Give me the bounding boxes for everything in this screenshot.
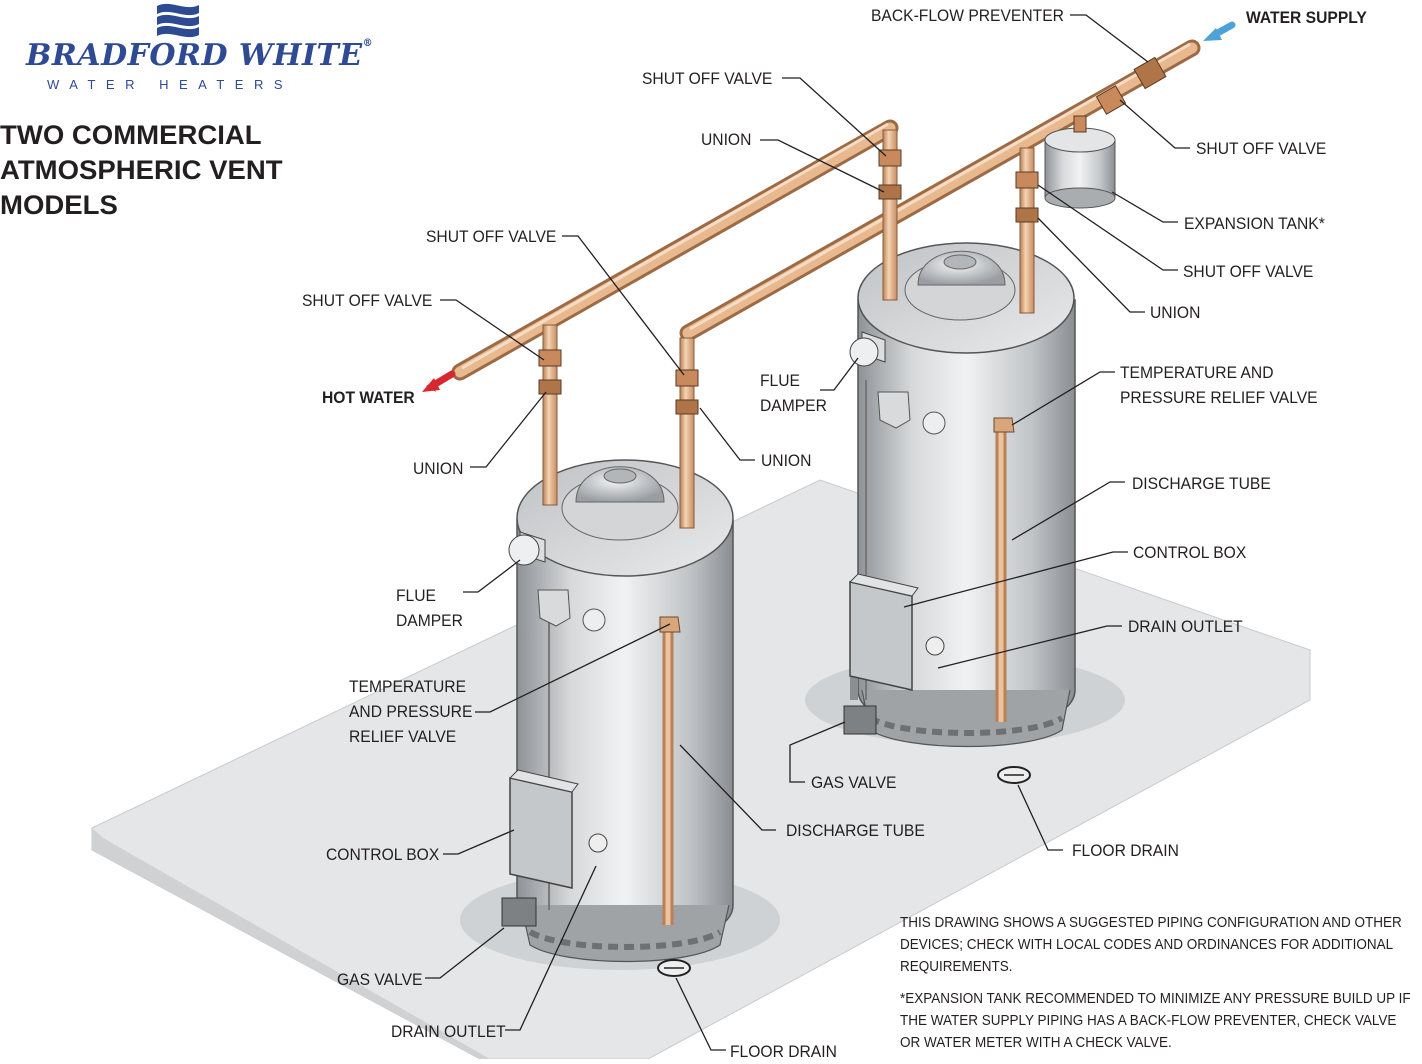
label-floor-drain-right: FLOOR DRAIN [1072,841,1179,860]
label-shut-off-valve-left: SHUT OFF VALVE [302,291,433,310]
label-flue-damper-right: FLUE DAMPER [760,371,827,415]
leader-lines [425,14,1190,1051]
tp-relief-valve-right [993,417,1015,433]
brand-name: BRADFORD WHITE® [26,38,373,73]
label-shut-off-valve-top: SHUT OFF VALVE [642,69,773,88]
brand-logo-waves [157,3,199,38]
label-tp-relief-left: TEMPERATURE AND PRESSURE RELIEF VALVE [349,677,473,746]
label-expansion-tank: EXPANSION TANK* [1184,214,1325,233]
label-gas-valve-right: GAS VALVE [811,773,897,792]
expansion-tank [1044,115,1116,209]
water-heater-left [516,459,734,963]
gas-valve-left [501,897,537,927]
brand-tagline: WATER HEATERS [47,77,294,92]
drain-outlet-right-gauge [925,636,945,656]
label-shut-off-valve-mid: SHUT OFF VALVE [426,227,557,246]
label-shut-off-valve-right-1: SHUT OFF VALVE [1196,139,1327,158]
note-configuration: THIS DRAWING SHOWS A SUGGESTED PIPING CO… [900,914,1402,975]
water-supply-arrow-head [1203,28,1222,41]
hot-water-arrow-head [422,378,440,392]
brand-name-text: BRADFORD WHITE [26,38,363,73]
label-flue-damper-left: FLUE DAMPER [396,586,463,630]
label-drain-outlet-right: DRAIN OUTLET [1128,617,1243,636]
label-union-mid: UNION [761,451,812,470]
fittings [538,56,1167,415]
note-expansion-tank: *EXPANSION TANK RECOMMENDED TO MINIMIZE … [900,990,1411,1051]
label-water-supply: WATER SUPPLY [1246,8,1367,27]
risers [542,129,1035,529]
label-drain-outlet-left: DRAIN OUTLET [391,1022,506,1041]
control-box-right [849,581,913,691]
label-gas-valve-left: GAS VALVE [337,970,423,989]
notes: THIS DRAWING SHOWS A SUGGESTED PIPING CO… [900,912,1411,1064]
label-discharge-tube-left: DISCHARGE TUBE [786,821,925,840]
hot-water-manifold [451,119,899,381]
label-discharge-tube-right: DISCHARGE TUBE [1132,474,1271,493]
label-control-box-right: CONTROL BOX [1133,543,1247,562]
control-box-left [509,777,573,889]
label-union-right: UNION [1150,303,1201,322]
label-tp-relief-right: TEMPERATURE AND PRESSURE RELIEF VALVE [1120,363,1318,407]
brand-registered-mark: ® [362,38,374,49]
page-title: TWO COMMERCIAL ATMOSPHERIC VENT MODELS [0,120,283,220]
label-floor-drain-left: FLOOR DRAIN [730,1042,837,1061]
label-union-top: UNION [701,130,752,149]
label-back-flow-preventer: BACK-FLOW PREVENTER [871,6,1064,25]
gas-valve-right [843,705,877,735]
label-control-box-left: CONTROL BOX [326,845,440,864]
label-hot-water: HOT WATER [322,388,415,407]
label-shut-off-valve-right-2: SHUT OFF VALVE [1183,262,1314,281]
drain-outlet-left-gauge [588,833,608,853]
label-union-left: UNION [413,459,464,478]
